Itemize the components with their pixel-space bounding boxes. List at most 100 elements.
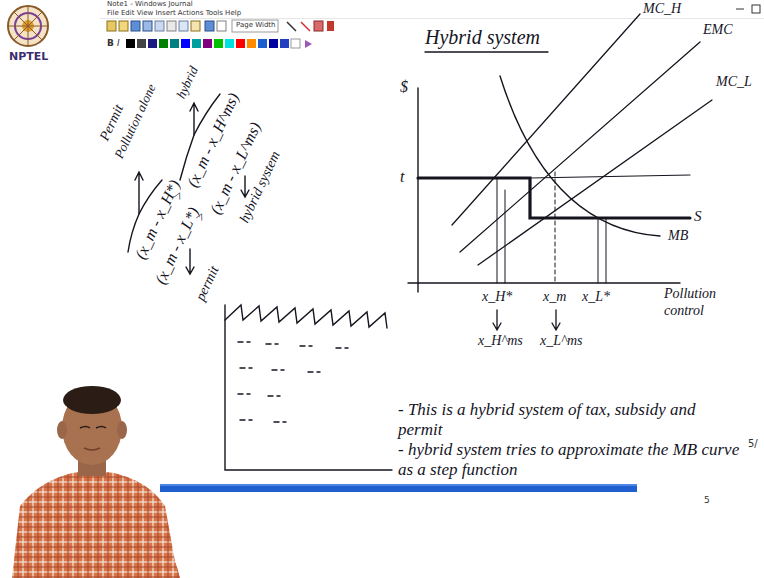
nptel-logo xyxy=(8,6,48,46)
window-chrome xyxy=(736,9,744,10)
hybrid-chart xyxy=(500,76,660,236)
pen-colour-swatches xyxy=(247,39,256,48)
handwritten-note: permit xyxy=(193,263,223,303)
toolbar-icons xyxy=(155,21,164,31)
toolbar-icons xyxy=(314,21,323,31)
toolbar-icons xyxy=(119,21,128,31)
curve-label: EMC xyxy=(703,22,733,39)
sawtooth-sketch xyxy=(240,368,320,372)
pen-colour-swatches xyxy=(126,39,312,48)
handwritten-note: - This is a hybrid system of tax, subsid… xyxy=(398,400,743,440)
presenter xyxy=(80,427,106,429)
sawtooth-sketch xyxy=(238,394,280,396)
toolbar-icons xyxy=(327,21,334,31)
toolbar-icons xyxy=(287,22,296,31)
menu-bar: File Edit View Insert Actions Tools Help xyxy=(107,9,241,17)
pen-colour-swatches xyxy=(148,39,157,48)
page-indicator: 5/ xyxy=(748,438,758,450)
toolbar-icons xyxy=(107,20,334,32)
pen-colour-swatches xyxy=(269,39,278,48)
presenter xyxy=(57,421,67,439)
axis-label: Pollution control xyxy=(664,286,726,319)
window-chrome xyxy=(752,5,760,13)
pen-colour-swatches xyxy=(280,39,289,48)
sawtooth-sketch xyxy=(225,305,392,470)
handwritten-note: hybrid xyxy=(173,64,201,101)
sawtooth-sketch xyxy=(240,420,286,422)
presenter xyxy=(63,386,121,414)
hybrid-chart xyxy=(598,218,599,283)
handwritten-braces xyxy=(190,103,198,135)
toolbar-icons xyxy=(143,21,152,31)
pen-colour-swatches xyxy=(258,39,267,48)
toolbar-icons xyxy=(107,21,116,31)
pen-colour-swatches xyxy=(126,39,135,48)
curve-label: MC_H xyxy=(643,1,681,18)
progress-bar xyxy=(160,484,637,486)
hybrid-chart xyxy=(425,51,548,52)
pen-colour-swatches xyxy=(225,39,234,48)
page-number: 5 xyxy=(704,495,710,506)
pen-colour-swatches xyxy=(137,39,146,48)
pen-colour-swatches xyxy=(203,39,212,48)
pen-colour-swatches xyxy=(170,39,179,48)
hybrid-chart xyxy=(460,42,700,252)
presenter xyxy=(12,386,180,578)
pen-colour-swatches xyxy=(159,39,168,48)
sawtooth-sketch xyxy=(238,342,348,348)
toolbar-icons xyxy=(232,20,278,32)
pen-colour-swatches xyxy=(214,39,223,48)
nptel-logo xyxy=(14,12,42,40)
hybrid-chart xyxy=(493,310,501,330)
italic-button: I xyxy=(117,38,120,49)
progress-bar xyxy=(160,484,637,492)
progress-bar xyxy=(160,484,637,492)
pen-colour-swatches xyxy=(305,40,312,48)
logo-text: NPTEL xyxy=(9,50,48,63)
axis-tick-label: x_H^ms xyxy=(478,333,523,350)
window-chrome xyxy=(100,0,764,19)
pen-colour-swatches xyxy=(236,39,245,48)
hybrid-chart xyxy=(478,100,712,265)
axis-label: $ xyxy=(400,78,408,97)
subsidy-label: S xyxy=(694,208,702,226)
handwritten-braces xyxy=(186,249,194,274)
toolbar-icons xyxy=(167,21,176,31)
curve-label: MC_L xyxy=(716,74,752,91)
presenter xyxy=(84,448,100,450)
handwritten-note: - hybrid system tries to approximate the… xyxy=(398,440,743,480)
hybrid-chart xyxy=(408,282,680,283)
pen-colour-swatches xyxy=(192,39,201,48)
axis-tick-label: x_L^ms xyxy=(540,333,582,350)
hybrid-chart xyxy=(530,175,690,178)
toolbar-icons xyxy=(131,21,140,31)
zoom-dropdown: Page Width xyxy=(236,21,276,29)
hybrid-chart xyxy=(497,178,498,283)
window-chrome xyxy=(100,18,764,19)
toolbar-icons xyxy=(217,21,226,31)
hybrid-chart xyxy=(606,218,607,283)
tax-label: t xyxy=(400,168,404,187)
toolbar-icons xyxy=(301,22,310,31)
hybrid-chart xyxy=(417,88,418,292)
axis-tick-label: x_L* xyxy=(582,289,610,306)
window-chrome xyxy=(100,0,764,18)
nptel-logo xyxy=(14,12,42,40)
chart-title: Hybrid system xyxy=(425,26,540,50)
hybrid-chart xyxy=(552,310,560,330)
presenter xyxy=(117,421,127,439)
axis-tick-label: x_H* xyxy=(482,289,512,306)
bold-button: B xyxy=(107,38,114,49)
sawtooth-sketch xyxy=(225,305,392,470)
hybrid-chart xyxy=(555,172,556,283)
nptel-logo xyxy=(8,6,48,46)
sawtooth-sketch xyxy=(225,305,387,328)
hybrid-chart xyxy=(505,190,506,283)
presenter xyxy=(150,520,180,578)
handwritten-braces xyxy=(135,172,143,214)
window-title: Note1 - Windows Journal xyxy=(107,0,193,8)
toolbar-icons xyxy=(205,21,214,31)
